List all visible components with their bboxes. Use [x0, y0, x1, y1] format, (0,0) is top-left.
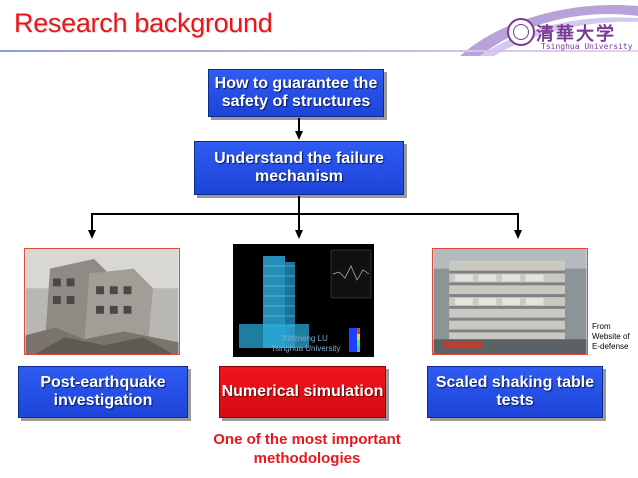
methodology-emphasis: One of the most important methodologies [213, 431, 401, 467]
image-watermark: Xinzheng LU [282, 334, 328, 343]
connector-line [298, 196, 300, 214]
arrow-down-icon [295, 230, 303, 239]
connector-line [91, 213, 93, 230]
shaking-table-photo [432, 248, 588, 355]
connector-line [298, 213, 300, 230]
title-rule [0, 50, 638, 52]
failure-mechanism-box: Understand the failure mechanism [194, 141, 404, 195]
connector-line [298, 118, 300, 132]
shaking-table-box: Scaled shaking table tests [427, 366, 603, 418]
branch-line [91, 213, 519, 215]
post-earthquake-box: Post-earthquake investigation [18, 366, 188, 418]
slide-title: Research background [14, 8, 273, 38]
earthquake-damage-photo [24, 248, 180, 355]
arrow-down-icon [514, 230, 522, 239]
numerical-model-image [233, 244, 374, 357]
image-watermark: Tsinghua University [271, 344, 341, 353]
university-seal-inner-icon [513, 24, 529, 40]
guarantee-safety-box: How to guarantee the safety of structure… [208, 69, 384, 117]
connector-line [517, 213, 519, 230]
source-note: From Website of E-defense [592, 322, 630, 351]
logo-english: Tsinghua University [541, 42, 633, 51]
arrow-down-icon [295, 131, 303, 140]
numerical-simulation-box: Numerical simulation [219, 366, 386, 418]
arrow-down-icon [88, 230, 96, 239]
logo-chinese: 清華大学 [536, 24, 616, 45]
